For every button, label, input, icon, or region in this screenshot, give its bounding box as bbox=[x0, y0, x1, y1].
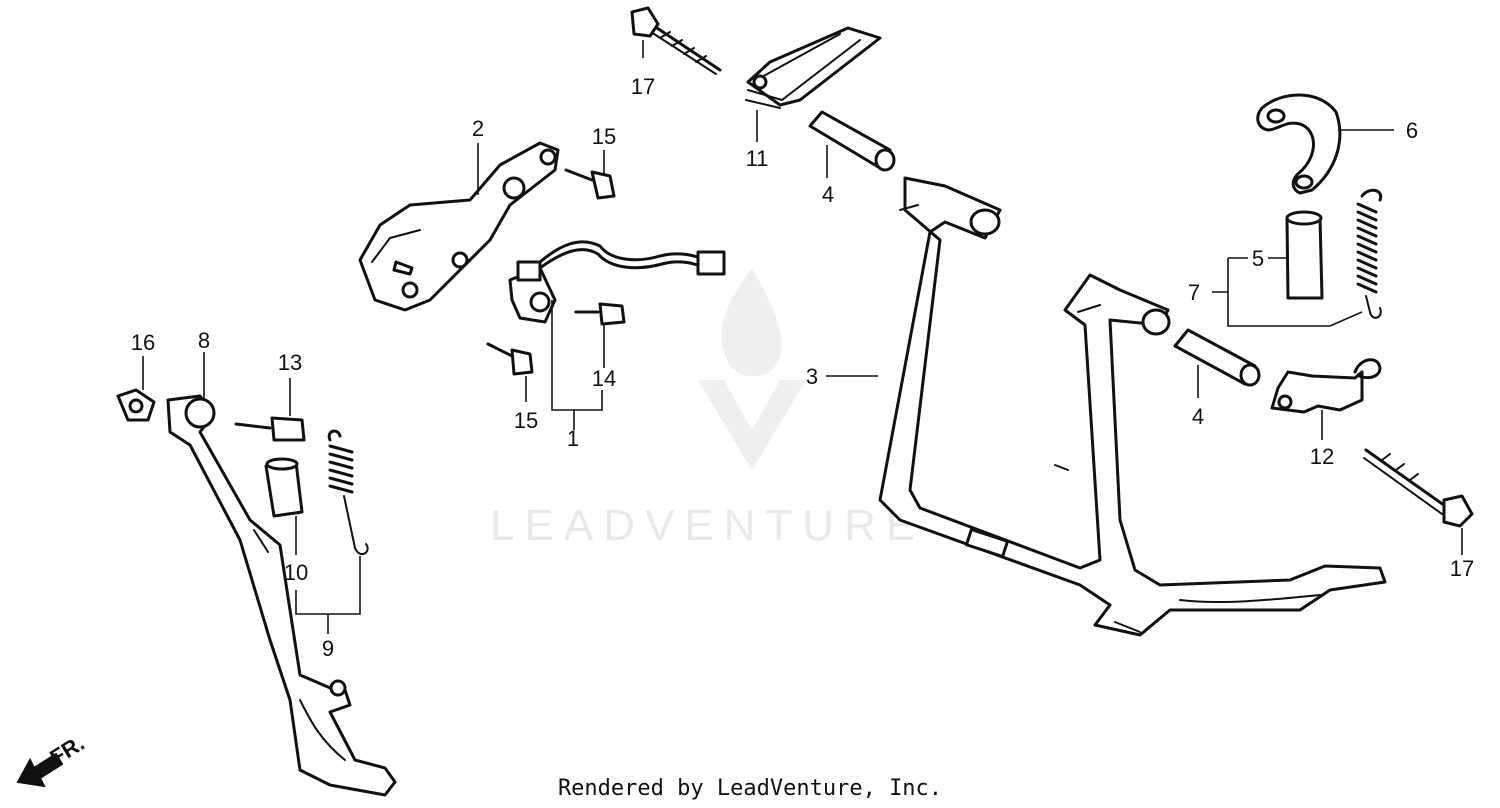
callout-4b: 4 bbox=[1192, 404, 1204, 429]
callout-15b: 15 bbox=[514, 408, 538, 433]
collars bbox=[264, 110, 1324, 518]
callouts: 1 2 3 4 4 5 6 7 8 9 10 11 12 13 14 15 15… bbox=[131, 74, 1474, 661]
spring-bracket bbox=[1270, 358, 1382, 414]
side-stand bbox=[166, 394, 397, 797]
callout-13: 13 bbox=[278, 350, 302, 375]
callout-17a: 17 bbox=[631, 74, 655, 99]
front-arrow-icon bbox=[16, 752, 64, 788]
callout-6: 6 bbox=[1406, 118, 1418, 143]
callout-5: 5 bbox=[1252, 246, 1264, 271]
clamp bbox=[745, 26, 882, 109]
callout-17b: 17 bbox=[1450, 556, 1474, 581]
callout-10: 10 bbox=[284, 560, 308, 585]
hook-plate bbox=[1256, 93, 1342, 195]
bolts bbox=[116, 6, 1474, 528]
watermark-v-icon bbox=[698, 380, 806, 470]
leader-lines bbox=[142, 40, 1463, 634]
callout-2: 2 bbox=[472, 116, 484, 141]
callout-1: 1 bbox=[567, 426, 579, 451]
springs bbox=[327, 188, 1383, 556]
main-stand bbox=[878, 176, 1387, 637]
callout-9: 9 bbox=[322, 636, 334, 661]
callout-7: 7 bbox=[1188, 280, 1200, 305]
stand-switch bbox=[508, 240, 726, 324]
watermark-flame-icon bbox=[721, 268, 782, 377]
callout-12: 12 bbox=[1310, 444, 1334, 469]
callout-16: 16 bbox=[131, 330, 155, 355]
footer-credit: Rendered by LeadVenture, Inc. bbox=[557, 776, 943, 801]
bracket bbox=[358, 141, 560, 312]
callout-14: 14 bbox=[592, 366, 616, 391]
watermark-text: LEADVENTURE bbox=[490, 501, 925, 550]
callout-15a: 15 bbox=[592, 124, 616, 149]
callout-11: 11 bbox=[746, 146, 769, 171]
callout-4a: 4 bbox=[822, 182, 834, 207]
callout-8: 8 bbox=[198, 328, 210, 353]
callout-3: 3 bbox=[806, 364, 818, 389]
watermark: LEADVENTURE bbox=[490, 268, 925, 550]
